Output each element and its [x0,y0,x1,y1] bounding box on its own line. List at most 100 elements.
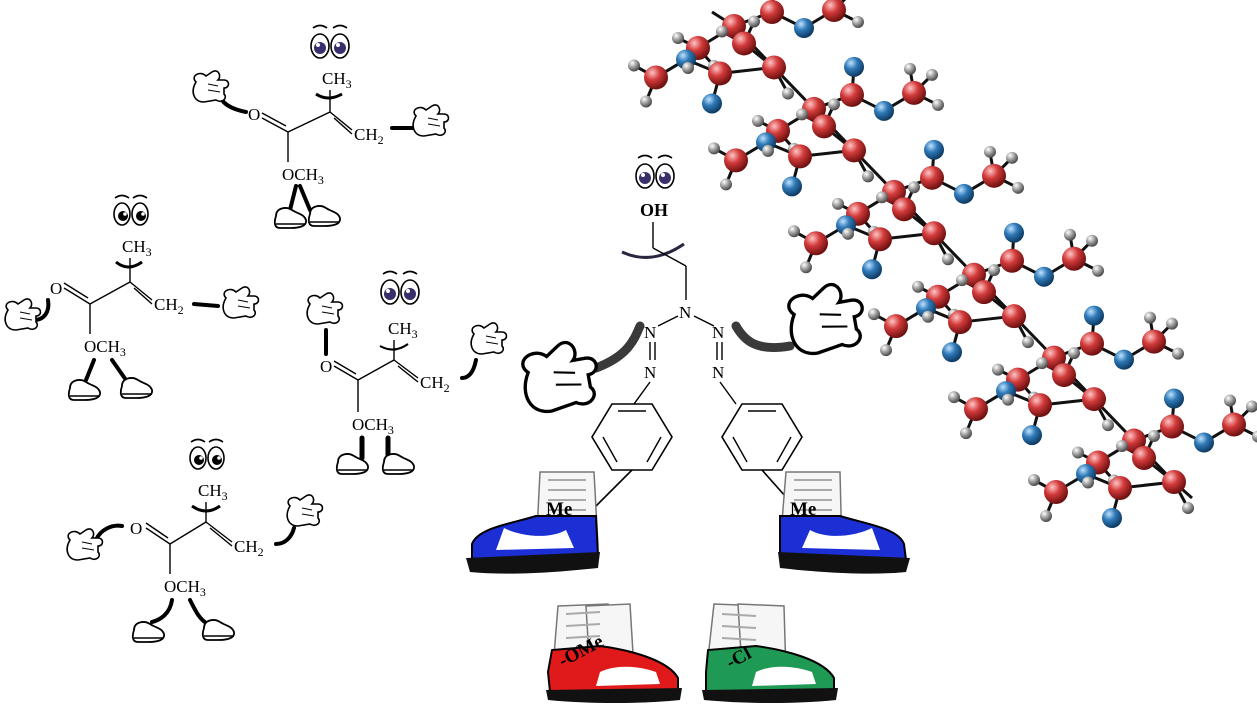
boot-chloro: -Cl [702,603,838,703]
nitrogen-atom [1102,508,1122,528]
nitrogen-atom [1084,305,1104,326]
hydrogen-atom [1040,510,1052,522]
carbon-atom [804,231,828,256]
glove-icon [4,298,42,331]
eyes-icon [189,438,225,470]
shoe-icon [201,619,235,641]
hydrogen-atom [926,68,938,81]
carbon-atom [1132,446,1156,470]
hydrogen-atom [984,145,996,158]
hydrogen-atom [904,62,916,75]
carbon-atom [982,163,1006,188]
methyl-label: CH3 [198,481,228,503]
methylene-label: CH2 [234,537,264,559]
hydrogen-atom [752,114,764,127]
hydrogen-atom [862,170,874,183]
carbon-atom [1222,412,1246,437]
hydrogen-atom [788,225,800,238]
hydrogen-atom [640,95,652,108]
hydrogen-atom [842,227,854,240]
hydrogen-atom [960,427,972,440]
hydrogen-atom [932,98,944,111]
hydrogen-atom [852,16,864,28]
hydrogen-atom [762,144,774,157]
smile-icon [315,92,343,100]
shoe-icon [119,377,153,399]
hydrogen-atom [1166,317,1178,330]
carbon-atom [1108,476,1132,500]
hydrogen-atom [912,280,924,293]
carbon-atom [972,280,996,305]
carbon-atom [882,179,906,204]
shoe-icon [131,621,165,643]
hydrogen-atom [1082,476,1094,489]
hydrogen-atom [1022,336,1034,349]
carbon-atom [892,197,916,222]
hydrogen-atom [1012,181,1024,194]
hydrogen-atom [1006,151,1018,164]
carbon-atom [1122,428,1146,453]
carbon-atom [1160,414,1184,439]
monomer-middle: CH3 CH2 O OCH3 [306,270,508,475]
monomer-top: CH3 CH2 O OCH3 [192,24,450,229]
carbon-atom [922,221,946,246]
nitrogen-atom [844,56,864,77]
hydrogen-atom [1172,347,1184,360]
hydrogen-atom [942,253,954,266]
shoe-icon [273,207,307,229]
hydrogen-atom [782,87,794,100]
azo-initiator: OH N N N N N [466,154,910,703]
hydrogen-atom [868,308,880,321]
hydroxyl-label: OH [640,200,668,220]
nitrogen-atom [954,183,974,204]
shoe-icon [67,379,101,401]
carbon-atom [1042,345,1066,370]
carbon-atom [724,148,748,173]
carbon-atom [1052,363,1076,388]
hydrogen-atom [876,191,888,204]
carbonyl-oxygen: O [50,279,62,298]
nitrogen-atom [924,139,944,160]
glove-icon [782,278,871,359]
carbon-atom [822,0,846,22]
hydrogen-atom [1148,430,1160,442]
hydrogen-atom [716,25,728,38]
nitrogen-atom [1022,425,1042,446]
hydrogen-atom [1036,357,1048,370]
hydrogen-atom [1064,228,1076,241]
methyl-label: CH3 [122,237,152,259]
carbon-atom [802,96,826,121]
hydrogen-atom [796,108,808,121]
methyl-label: CH3 [322,69,352,91]
carbon-atom [920,165,944,190]
hydrogen-atom [1068,347,1080,360]
boot-methyl-right: Me [778,471,910,574]
carbon-atom [1028,393,1052,418]
carbonyl-oxygen: O [248,105,260,124]
polymer-ball-and-stick [628,0,1257,528]
hydrogen-atom [988,264,1000,277]
carbon-atom [760,0,784,24]
nitrogen-atom [862,259,882,280]
carbon-atom [732,31,756,56]
hydrogen-atom [628,59,640,72]
nitrogen-atom [942,342,962,363]
hydrogen-atom [1252,430,1257,443]
glove-icon [66,528,104,561]
azo-nitrogen: N [712,323,724,342]
hydrogen-atom [1072,446,1084,459]
methyl-label: CH3 [388,319,418,341]
carbon-atom [1142,329,1166,354]
eyes-icon [380,270,420,305]
carbon-atom [1082,387,1106,412]
glove-icon [412,104,450,137]
methyl-label: Me [790,499,816,520]
eyes-icon [113,194,149,226]
glove-icon [516,336,605,417]
hydrogen-atom [1102,419,1114,432]
carbon-atom [762,55,786,80]
carbon-atom [884,314,908,339]
smile-icon [621,242,685,259]
glove-icon [286,494,324,527]
